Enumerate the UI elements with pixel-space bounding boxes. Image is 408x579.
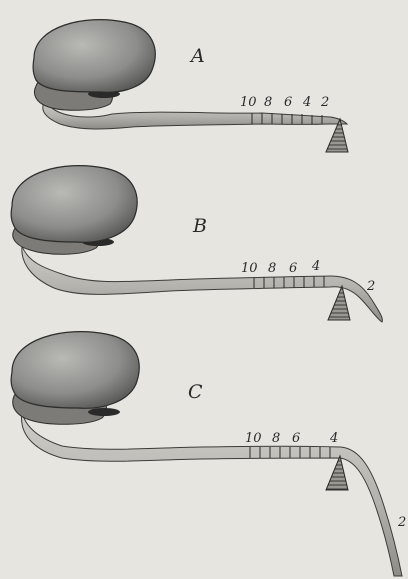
figure-b: B 10 8 6 4 2 <box>11 166 382 322</box>
scale-label-6: 6 <box>284 95 292 110</box>
scale-label-10: 10 <box>241 261 258 276</box>
scale-label-6: 6 <box>289 261 297 276</box>
scale-label-6: 6 <box>292 431 300 446</box>
radicle-b <box>22 246 383 322</box>
scale-label-8: 8 <box>268 261 276 276</box>
support-wedge-b <box>328 286 350 320</box>
scale-label-4: 4 <box>329 431 338 446</box>
tip-label-2: 2 <box>366 279 375 294</box>
scale-label-10: 10 <box>245 431 262 446</box>
support-wedge-c <box>326 456 348 490</box>
hilum-c <box>88 408 120 416</box>
radicle-c <box>22 412 402 576</box>
scale-label-10: 10 <box>240 95 257 110</box>
panel-label-c: C <box>188 381 203 403</box>
seed-c <box>11 332 139 409</box>
panel-label-a: A <box>189 45 205 67</box>
seed-b <box>11 166 137 243</box>
tip-label-2: 2 <box>397 515 406 530</box>
figure-a: A 10 8 6 4 2 <box>33 20 348 152</box>
scale-label-8: 8 <box>264 95 272 110</box>
scale-label-4: 4 <box>302 95 311 110</box>
scale-label-8: 8 <box>272 431 280 446</box>
scale-label-4: 4 <box>311 259 320 274</box>
figure-c: C 10 8 6 4 2 <box>11 332 406 576</box>
panel-label-b: B <box>192 215 207 237</box>
seed-a <box>33 20 155 93</box>
scale-label-2: 2 <box>320 95 329 110</box>
